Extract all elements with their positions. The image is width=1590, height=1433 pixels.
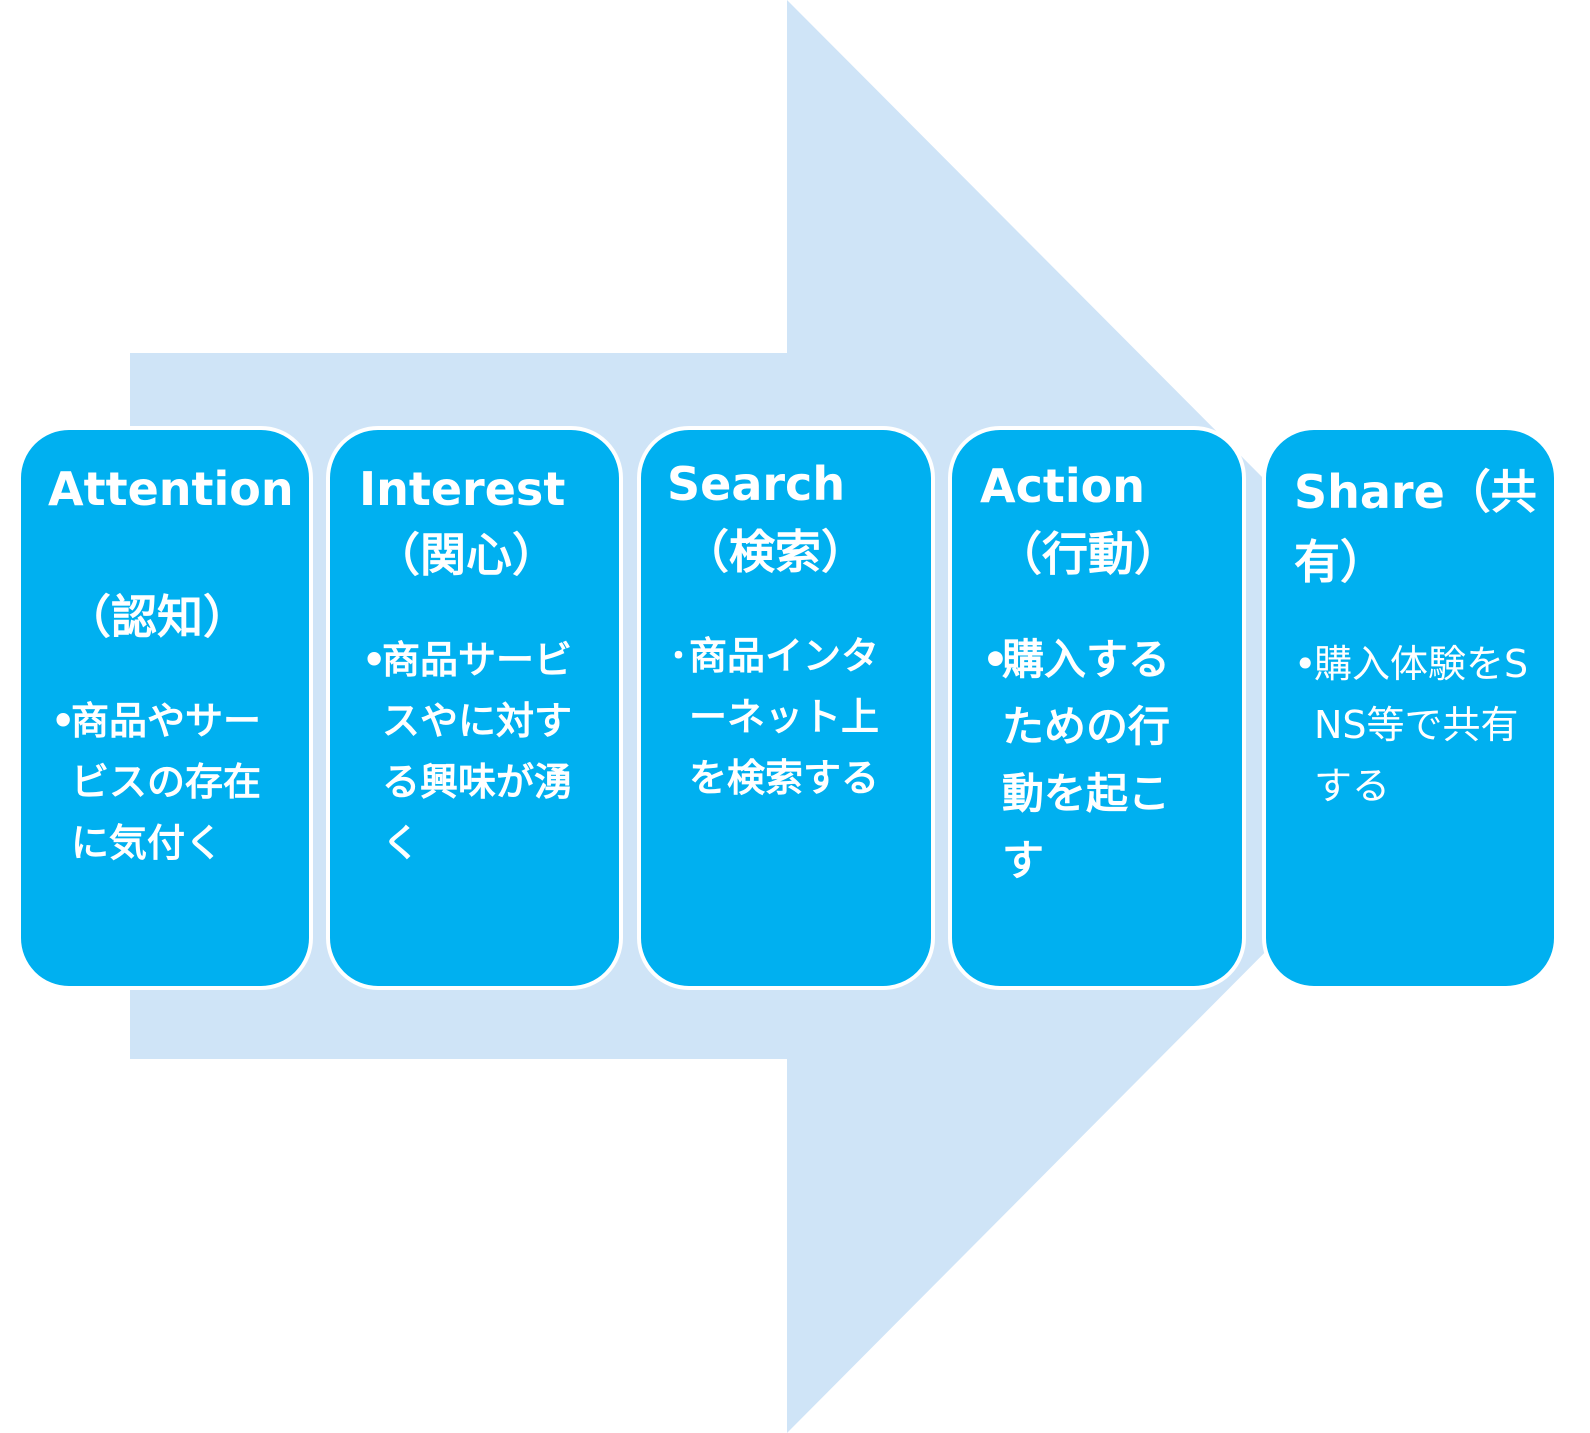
bullet-marker: • <box>362 638 387 682</box>
stage-subtitle-action: （行動） <box>996 527 1180 581</box>
stage-description-text: 商品サービスやに対する興味が湧く <box>382 638 573 865</box>
stage-card-attention: Attention （認知） • 商品やサービスの存在に気付く <box>17 426 313 990</box>
stage-description-share: • 購入体験をSNS等で共有する <box>1294 634 1529 817</box>
stage-title-attention: Attention <box>48 462 294 516</box>
stage-subtitle-search: （検索） <box>683 525 867 579</box>
stage-card-share: Share（共 有） • 購入体験をSNS等で共有する <box>1262 426 1558 990</box>
stage-title-share: Share（共 <box>1294 465 1537 519</box>
stage-card-action: Action （行動） • 購入するための行動を起こす <box>948 426 1246 990</box>
stage-description-action: • 購入するための行動を起こす <box>982 626 1192 894</box>
stage-description-interest: • 商品サービスやに対する興味が湧く <box>362 630 597 874</box>
stage-description-text: 商品やサービスの存在に気付く <box>71 699 262 865</box>
bullet-marker: • <box>1294 642 1317 686</box>
stage-description-text: 購入体験をSNS等で共有する <box>1314 642 1529 808</box>
stage-title-interest: Interest <box>359 462 566 516</box>
stage-description-attention: • 商品やサービスの存在に気付く <box>51 691 286 874</box>
stage-subtitle-attention: （認知） <box>65 590 249 644</box>
stage-description-text: 購入するための行動を起こす <box>1002 635 1171 885</box>
bullet-marker: ･ <box>669 634 689 678</box>
bullet-marker: • <box>982 635 1009 684</box>
stage-title-action: Action <box>980 459 1145 513</box>
bullet-marker: • <box>51 699 76 743</box>
stage-description-search: ･ 商品インターネット上を検索する <box>669 626 904 809</box>
stage-card-search: Search （検索） ･ 商品インターネット上を検索する <box>637 426 935 990</box>
stage-description-text: 商品インターネット上を検索する <box>689 634 880 800</box>
stage-subtitle-share: 有） <box>1294 535 1386 589</box>
stage-title-search: Search <box>667 457 846 511</box>
stage-subtitle-interest: （関心） <box>374 528 558 582</box>
stage-card-interest: Interest （関心） • 商品サービスやに対する興味が湧く <box>326 426 623 990</box>
